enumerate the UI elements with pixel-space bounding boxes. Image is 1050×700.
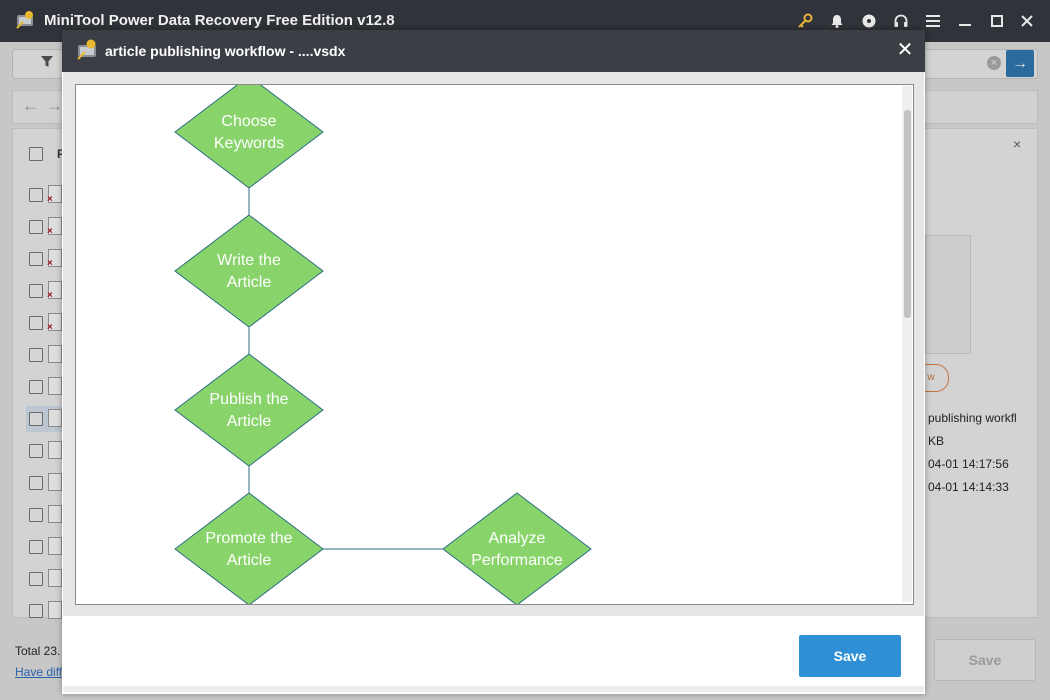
help-link[interactable]: Have diff <box>15 665 63 679</box>
modified-date-value: 04-01 14:14:33 <box>928 480 1009 494</box>
row-checkbox[interactable] <box>29 572 43 586</box>
maximize-icon[interactable] <box>985 9 1009 33</box>
node-label: Article <box>227 274 272 291</box>
close-icon[interactable] <box>1015 9 1039 33</box>
preview-button[interactable]: w <box>914 364 949 392</box>
row-checkbox[interactable] <box>29 444 43 458</box>
app-title: MiniTool Power Data Recovery Free Editio… <box>44 12 395 29</box>
file-icon <box>48 569 62 587</box>
node-label: Promote the <box>205 530 292 547</box>
file-icon <box>48 601 62 619</box>
dialog-footer-strip <box>63 686 924 692</box>
bell-icon[interactable] <box>825 9 849 33</box>
node-label: Article <box>227 552 272 569</box>
details-close-icon[interactable]: × <box>1013 136 1022 152</box>
file-size-value: KB <box>928 434 945 448</box>
file-icon: × <box>47 249 62 269</box>
scrollbar-thumb[interactable] <box>904 110 911 318</box>
total-summary: Total 23. <box>15 644 61 658</box>
file-icon <box>48 473 62 491</box>
file-icon: × <box>47 281 62 301</box>
dialog-titlebar <box>62 30 925 72</box>
clear-search-icon[interactable]: × <box>987 56 1001 70</box>
row-checkbox[interactable] <box>29 476 43 490</box>
select-all-checkbox[interactable] <box>29 147 43 161</box>
decision-diamond <box>174 85 324 189</box>
file-icon <box>48 377 62 395</box>
file-icon <box>48 505 62 523</box>
row-checkbox[interactable] <box>29 316 43 330</box>
row-checkbox[interactable] <box>29 220 43 234</box>
file-icon <box>48 409 62 427</box>
file-icon <box>48 537 62 555</box>
node-label: Article <box>227 413 272 430</box>
row-checkbox[interactable] <box>29 380 43 394</box>
row-checkbox[interactable] <box>29 348 43 362</box>
node-label: Analyze <box>489 530 546 547</box>
back-arrow-icon[interactable]: ← <box>22 96 39 115</box>
file-name-value: publishing workfl <box>928 411 1017 425</box>
key-icon[interactable] <box>793 9 817 33</box>
file-icon <box>48 441 62 459</box>
row-checkbox[interactable] <box>29 540 43 554</box>
created-date-value: 04-01 14:17:56 <box>928 457 1009 471</box>
save-button[interactable]: Save <box>799 635 901 677</box>
node-label: Publish the <box>209 391 288 408</box>
row-checkbox[interactable] <box>29 252 43 266</box>
decision-diamond <box>174 353 324 467</box>
background-save-button[interactable]: Save <box>934 639 1036 681</box>
menu-icon[interactable] <box>921 9 945 33</box>
row-checkbox[interactable] <box>29 284 43 298</box>
search-go-button[interactable]: → <box>1006 50 1034 77</box>
dialog-app-icon <box>75 38 99 62</box>
file-icon: × <box>47 313 62 333</box>
filter-icon[interactable] <box>40 55 54 72</box>
node-label: Performance <box>471 552 563 569</box>
disc-icon[interactable] <box>857 9 881 33</box>
dialog-title: article publishing workflow - ....vsdx <box>105 43 346 59</box>
column-header: F <box>57 147 65 161</box>
file-icon: × <box>47 217 62 237</box>
file-icon <box>48 345 62 363</box>
app-logo-icon <box>14 9 36 31</box>
node-label: Write the <box>217 252 281 269</box>
row-checkbox[interactable] <box>29 412 43 426</box>
decision-diamond <box>174 214 324 328</box>
decision-diamond <box>442 492 592 604</box>
vertical-scrollbar[interactable] <box>902 86 912 602</box>
node-label: Keywords <box>214 135 284 152</box>
decision-diamond <box>174 492 324 604</box>
minimize-icon[interactable] <box>953 9 977 33</box>
row-checkbox[interactable] <box>29 188 43 202</box>
headset-icon[interactable] <box>889 9 913 33</box>
preview-thumbnail <box>925 235 971 354</box>
dialog-close-icon[interactable]: ✕ <box>896 39 914 61</box>
node-label: Choose <box>221 113 276 130</box>
row-checkbox[interactable] <box>29 604 43 618</box>
file-icon: × <box>47 185 62 205</box>
row-checkbox[interactable] <box>29 508 43 522</box>
forward-arrow-icon[interactable]: → <box>46 96 63 115</box>
